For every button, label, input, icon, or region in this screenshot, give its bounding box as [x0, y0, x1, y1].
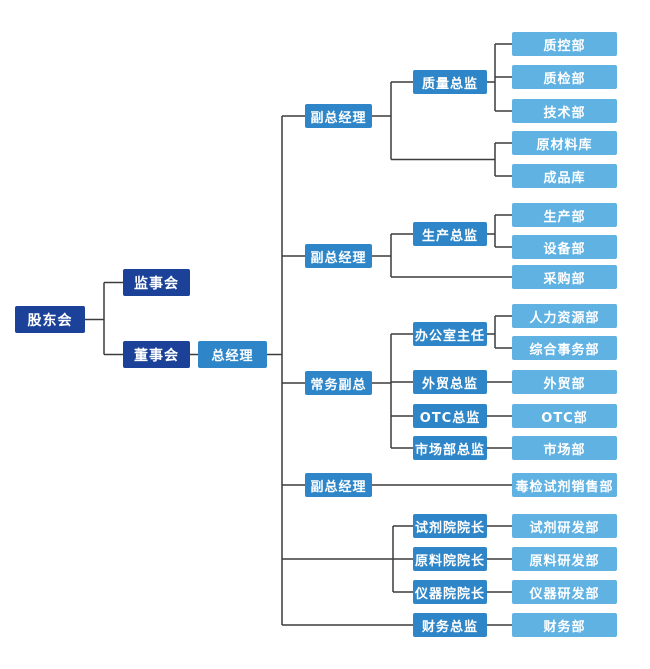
node-reagent-dean: 试剂院院长 — [413, 514, 487, 538]
node-market-dept: 市场部 — [512, 436, 617, 460]
node-supervisors: 监事会 — [123, 269, 190, 296]
connector-shareholders — [85, 281, 282, 356]
node-otc-director: OTC总监 — [413, 404, 487, 428]
node-production-dept: 生产部 — [512, 203, 617, 227]
node-material-dean: 原料院院长 — [413, 547, 487, 571]
node-material-rd-dept: 原料研发部 — [512, 547, 617, 571]
node-qc-dept: 质控部 — [512, 32, 617, 56]
node-general-manager: 总经理 — [198, 341, 267, 368]
node-instrument-rd-dept: 仪器研发部 — [512, 580, 617, 604]
node-instrument-dean: 仪器院院长 — [413, 580, 487, 604]
connector-executive-deputy-group — [372, 315, 512, 449]
node-office-director: 办公室主任 — [413, 322, 487, 346]
node-raw-material-store: 原材料库 — [512, 131, 617, 155]
connector-quality-group — [372, 43, 512, 177]
node-production-director: 生产总监 — [413, 222, 487, 246]
connector-institutes-group — [392, 525, 512, 593]
node-equipment-dept: 设备部 — [512, 235, 617, 259]
node-trade-director: 外贸总监 — [413, 370, 487, 394]
node-general-affairs-dept: 综合事务部 — [512, 336, 617, 360]
node-board: 董事会 — [123, 341, 190, 368]
node-shareholders: 股东会 — [15, 306, 85, 333]
node-purchasing-dept: 采购部 — [512, 265, 617, 289]
node-deputy-gm-production: 副总经理 — [305, 244, 372, 268]
node-deputy-gm-sales: 副总经理 — [305, 473, 372, 497]
node-toxin-sales-dept: 毒检试剂销售部 — [512, 473, 617, 497]
node-otc-dept: OTC部 — [512, 404, 617, 428]
node-reagent-rd-dept: 试剂研发部 — [512, 514, 617, 538]
node-qi-dept: 质检部 — [512, 65, 617, 89]
node-tech-dept: 技术部 — [512, 99, 617, 123]
node-market-director: 市场部总监 — [413, 436, 487, 460]
node-finance-dept: 财务部 — [512, 613, 617, 637]
connector-production-group — [372, 214, 512, 278]
node-quality-director: 质量总监 — [413, 70, 487, 94]
connector-spine-branches — [282, 115, 413, 626]
node-hr-dept: 人力资源部 — [512, 304, 617, 328]
node-finance-director: 财务总监 — [413, 613, 487, 637]
node-trade-dept: 外贸部 — [512, 370, 617, 394]
node-finished-goods-store: 成品库 — [512, 164, 617, 188]
node-deputy-gm-quality: 副总经理 — [305, 104, 372, 128]
node-executive-deputy-gm: 常务副总 — [305, 371, 372, 395]
